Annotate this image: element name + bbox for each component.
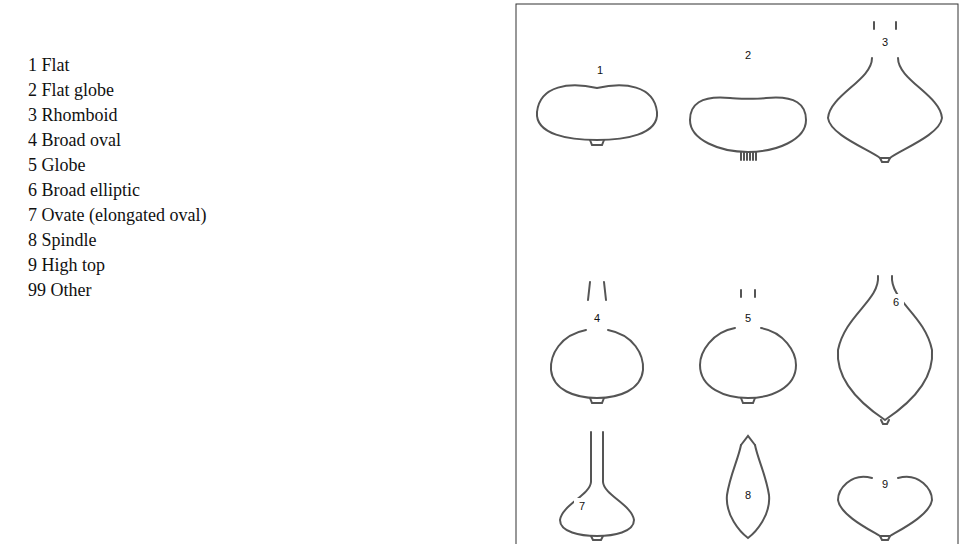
callout-number: 8 <box>740 487 756 504</box>
flat-onion <box>537 85 657 145</box>
broad-elliptic-onion <box>838 276 932 424</box>
key-entry: 6 Broad elliptic <box>28 180 140 200</box>
flat-globe-onion <box>690 97 806 160</box>
callout-number: 9 <box>877 476 893 493</box>
key-entry: 8 Spindle <box>28 230 97 250</box>
key-entry: 9 High top <box>28 255 105 275</box>
key-entry: 5 Globe <box>28 155 86 175</box>
key-entry: 4 Broad oval <box>28 130 121 150</box>
callout-number: 5 <box>740 310 756 327</box>
key-entry: 2 Flat globe <box>28 80 114 100</box>
key-entry: 3 Rhomboid <box>28 105 118 125</box>
callout-number: 1 <box>592 62 608 79</box>
rhomboid-onion <box>828 22 942 162</box>
callout-number: 2 <box>740 47 756 64</box>
callout-number: 7 <box>574 498 590 515</box>
key-entry: 7 Ovate (elongated oval) <box>28 205 206 225</box>
ovate-onion <box>560 432 634 540</box>
callout-number: 4 <box>589 310 605 327</box>
figure-frame <box>516 4 958 544</box>
key-entry: 1 Flat <box>28 55 70 75</box>
globe-onion <box>700 290 796 403</box>
spindle-onion <box>727 436 769 538</box>
key-entry: 99 Other <box>28 280 91 300</box>
callout-number: 6 <box>888 294 904 311</box>
callout-number: 3 <box>877 34 893 51</box>
broad-oval-onion <box>551 282 643 403</box>
